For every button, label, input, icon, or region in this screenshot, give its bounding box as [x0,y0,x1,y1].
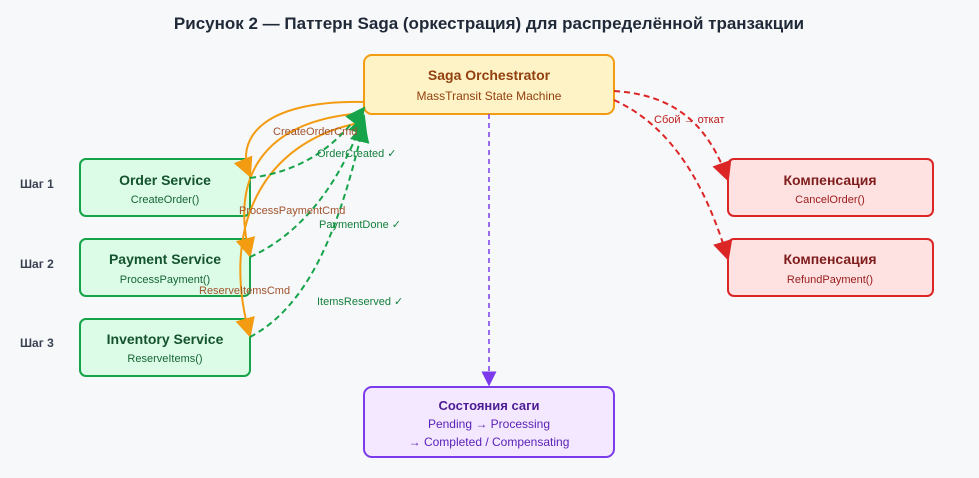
service-method: CreateOrder() [131,194,199,206]
command-arrow-reserve-items [235,121,365,338]
failure-arrow-refund-payment [613,99,733,261]
step-label-1: Шаг 1 [20,177,54,191]
step-label-3: Шаг 3 [20,336,54,350]
figure-title: Рисунок 2 — Паттерн Saga (оркестрация) д… [174,14,804,33]
compensation-method: RefundPayment() [787,274,873,286]
orchestrator-title: Saga Orchestrator [428,67,551,83]
compensation-title: Компенсация [783,172,876,188]
saga-states-box: Состояния саги Pending → Processing → Co… [363,386,615,458]
service-title: Order Service [119,172,211,188]
command-label-create-order: CreateOrderCmd [273,126,357,138]
step-label-2: Шаг 2 [20,257,54,271]
states-title: Состояния саги [438,398,539,413]
inventory-service-box: Inventory Service ReserveItems() [79,318,251,377]
event-label-order-created: OrderCreated ✓ [317,148,397,160]
event-label-items-reserved: ItemsReserved ✓ [317,296,403,308]
compensation-refund-payment-box: Компенсация RefundPayment() [727,238,934,297]
event-arrow-items-reserved [249,122,370,338]
failure-label: Сбой → откат [654,114,725,126]
order-service-box: Order Service CreateOrder() [79,158,251,217]
command-label-reserve-items: ReserveItemsCmd [199,285,290,297]
saga-orchestrator-box: Saga Orchestrator MassTransit State Mach… [363,54,615,115]
service-method: ProcessPayment() [120,274,210,286]
compensation-cancel-order-box: Компенсация CancelOrder() [727,158,934,217]
states-line-2: → Completed / Compensating [409,435,570,449]
orchestrator-subtitle: MassTransit State Machine [417,89,562,103]
service-title: Payment Service [109,251,221,267]
event-label-payment-done: PaymentDone ✓ [319,219,401,231]
service-method: ReserveItems() [127,353,202,365]
compensation-method: CancelOrder() [795,194,865,206]
compensation-title: Компенсация [783,251,876,267]
failure-arrow-cancel-order [613,90,732,182]
service-title: Inventory Service [107,331,224,347]
command-label-process-payment: ProcessPaymentCmd [239,205,345,217]
payment-service-box: Payment Service ProcessPayment() [79,238,251,297]
command-arrow-create-order [233,100,365,178]
states-line-1: Pending → Processing [428,417,550,431]
